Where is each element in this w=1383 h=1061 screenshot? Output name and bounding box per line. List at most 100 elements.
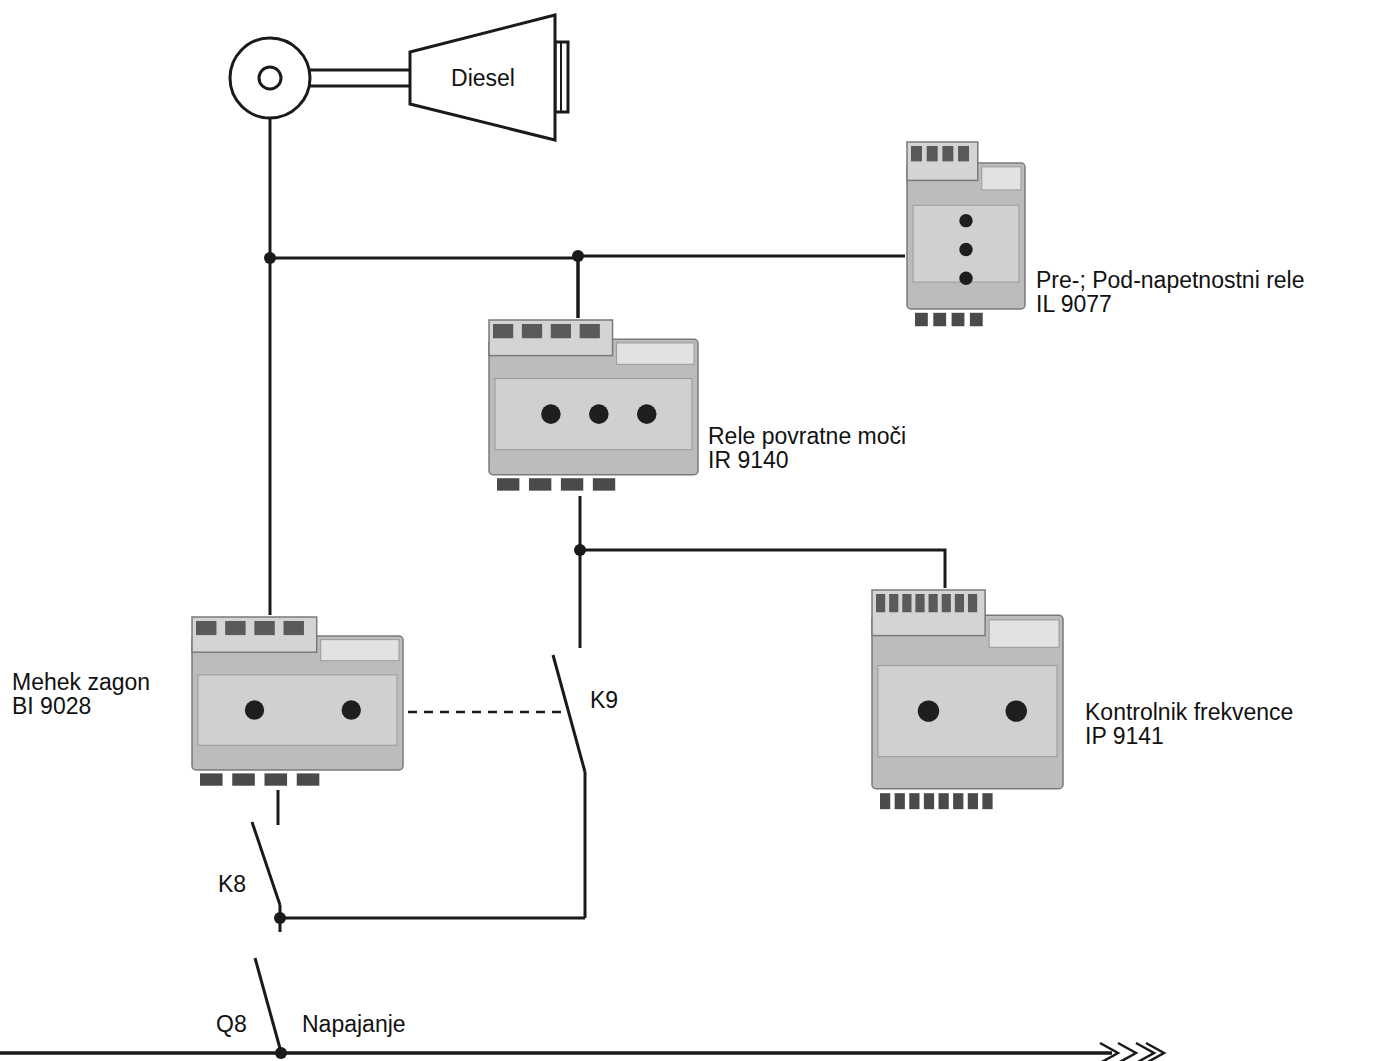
- terminal: [232, 773, 255, 785]
- knob: [918, 700, 939, 721]
- terminal: [522, 324, 542, 338]
- switch-label: K8: [216, 872, 248, 896]
- knob: [589, 404, 609, 424]
- device-label: Mehek zagon BI 9028: [12, 670, 157, 718]
- device-label: Pre-; Pod-napetnostni rele IL 9077: [1036, 268, 1311, 316]
- terminal: [924, 793, 934, 809]
- terminal: [955, 594, 964, 612]
- generator-symbol: [259, 67, 281, 89]
- engine-shape: Diesel: [405, 12, 555, 144]
- switch-label: K9: [588, 688, 620, 712]
- wire: [280, 917, 585, 920]
- switch-q8: [255, 958, 281, 1052]
- wire: [584, 772, 587, 918]
- terminal: [933, 313, 946, 326]
- front-panel: [913, 205, 1019, 282]
- device-label: Rele povratne moči IR 9140: [708, 424, 913, 472]
- junction-dot: [275, 1047, 287, 1059]
- terminal: [915, 594, 924, 612]
- switch-k9: [553, 655, 585, 772]
- switch-label: Q8: [214, 1012, 249, 1036]
- terminal: [982, 793, 992, 809]
- front-panel: [495, 379, 692, 450]
- cover: [617, 343, 694, 364]
- terminal: [529, 478, 551, 490]
- mechanical-link: [408, 711, 566, 714]
- knob: [959, 214, 972, 227]
- device-body: [907, 142, 1025, 326]
- terminal: [561, 478, 583, 490]
- terminal: [970, 313, 983, 326]
- frequency-monitor: Kontrolnik frekvence IP 9141: [870, 588, 1065, 816]
- terminal: [915, 313, 928, 326]
- housing: [192, 636, 403, 770]
- reverse-power-relay: Rele povratne moči IR 9140: [487, 318, 700, 496]
- supply-label: Napajanje: [300, 1012, 408, 1036]
- knob: [959, 243, 972, 256]
- knob: [342, 700, 361, 719]
- terminal: [968, 594, 977, 612]
- housing: [907, 163, 1025, 309]
- front-panel: [878, 666, 1057, 757]
- junction-dot: [274, 912, 286, 924]
- terminal-block: [907, 142, 978, 180]
- knob: [959, 272, 972, 285]
- terminal: [942, 146, 953, 161]
- terminal: [593, 478, 615, 490]
- terminal: [958, 146, 969, 161]
- device-label: Kontrolnik frekvence IP 9141: [1085, 700, 1300, 748]
- bus-arrow: [1100, 1043, 1118, 1061]
- terminal: [551, 324, 571, 338]
- terminal: [902, 594, 911, 612]
- terminal: [939, 793, 949, 809]
- soft-starter: Mehek zagon BI 9028: [190, 615, 405, 791]
- housing: [489, 339, 698, 474]
- terminal: [200, 773, 223, 785]
- terminal: [889, 594, 898, 612]
- generator-symbol: [230, 38, 310, 118]
- bus-arrow: [1118, 1043, 1136, 1061]
- terminal-block: [192, 617, 317, 652]
- terminal: [225, 621, 245, 635]
- terminal: [284, 621, 304, 635]
- device-body: [489, 320, 698, 491]
- terminal-block: [489, 320, 613, 356]
- device-body: [872, 590, 1063, 809]
- device-picture: [870, 588, 1065, 816]
- terminal: [580, 324, 600, 338]
- terminal-block: [872, 590, 985, 636]
- device-picture: [487, 318, 700, 496]
- terminal: [927, 146, 938, 161]
- cover: [989, 620, 1059, 647]
- knob: [245, 700, 264, 719]
- shaft: [310, 69, 410, 72]
- terminal: [968, 793, 978, 809]
- engine-end: [555, 42, 568, 112]
- wire: [578, 256, 905, 318]
- cover: [982, 167, 1021, 190]
- terminal: [952, 313, 965, 326]
- terminal: [493, 324, 513, 338]
- device-body: [192, 617, 403, 786]
- terminal: [942, 594, 951, 612]
- engine-label: Diesel: [451, 66, 515, 90]
- housing: [872, 615, 1063, 788]
- terminal: [909, 793, 919, 809]
- knob: [637, 404, 657, 424]
- shaft: [310, 85, 410, 88]
- device-picture: [190, 615, 405, 791]
- engine-outline: [410, 15, 555, 140]
- switch-k8: [252, 822, 280, 905]
- voltage-relay: Pre-; Pod-napetnostni rele IL 9077: [905, 140, 1027, 332]
- terminal: [876, 594, 885, 612]
- front-panel: [198, 675, 397, 745]
- terminal: [196, 621, 216, 635]
- knob: [1006, 700, 1027, 721]
- wire: [580, 496, 945, 588]
- terminal: [911, 146, 922, 161]
- terminal: [297, 773, 320, 785]
- terminal: [953, 793, 963, 809]
- device-picture: [905, 140, 1027, 332]
- terminal: [880, 793, 890, 809]
